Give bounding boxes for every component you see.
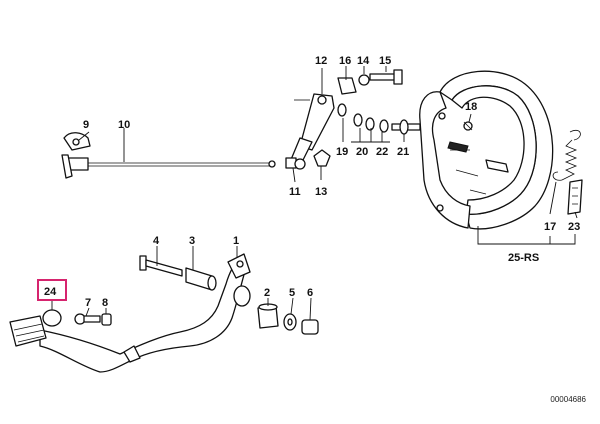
- bracket-16[interactable]: [337, 77, 357, 95]
- label-part-21: 21: [397, 146, 409, 158]
- label-part-6: 6: [307, 287, 313, 299]
- bolt-7[interactable]: [74, 313, 101, 325]
- label-part-15: 15: [379, 55, 391, 67]
- label-part-17: 17: [544, 221, 556, 233]
- label-part-10: 10: [118, 119, 130, 131]
- brake-shoe-assembly[interactable]: [419, 70, 554, 230]
- label-part-13: 13: [315, 186, 327, 198]
- bolt-4[interactable]: [139, 255, 183, 277]
- label-part-1: 1: [233, 235, 239, 247]
- spring-17[interactable]: [552, 130, 581, 181]
- washer-5[interactable]: [283, 313, 297, 331]
- label-part-9: 9: [83, 119, 89, 131]
- highlight-box-24: [37, 279, 67, 301]
- label-part-25: 25-RS: [508, 252, 539, 264]
- label-part-5: 5: [289, 287, 295, 299]
- brake-pedal[interactable]: [9, 253, 251, 373]
- cable-clip[interactable]: [63, 132, 91, 151]
- nut-14[interactable]: [358, 74, 370, 86]
- bolt-21[interactable]: [391, 119, 421, 135]
- label-part-12: 12: [315, 55, 327, 67]
- label-part-22: 22: [376, 146, 388, 158]
- rubber-pad-24[interactable]: [42, 309, 62, 327]
- brake-lever-linkage[interactable]: [285, 93, 335, 170]
- label-part-20: 20: [356, 146, 368, 158]
- nut-8[interactable]: [101, 313, 112, 326]
- label-part-24: 24: [44, 286, 57, 298]
- document-number: 00004686: [550, 395, 586, 404]
- washers-19-20[interactable]: [337, 103, 389, 133]
- bushing-2[interactable]: [257, 303, 279, 329]
- label-part-4: 4: [153, 235, 160, 247]
- clip-23[interactable]: [567, 179, 583, 215]
- label-part-3: 3: [189, 235, 195, 247]
- label-part-8: 8: [102, 297, 108, 309]
- label-part-19: 19: [336, 146, 348, 158]
- label-part-23: 23: [568, 221, 580, 233]
- label-part-2: 2: [264, 287, 270, 299]
- part-labels: 9 10 11 12 13 14 15 16 18 19 20 22 21 17…: [37, 55, 580, 309]
- brake-cable[interactable]: [61, 154, 276, 179]
- label-part-14: 14: [357, 55, 370, 67]
- label-part-18: 18: [465, 101, 477, 113]
- nut-18[interactable]: [463, 121, 473, 131]
- spacer-3[interactable]: [185, 267, 217, 291]
- nut-6[interactable]: [301, 319, 319, 335]
- label-part-16: 16: [339, 55, 351, 67]
- bolt-15[interactable]: [369, 69, 403, 85]
- leader-lines: [51, 66, 578, 321]
- label-part-7: 7: [85, 297, 91, 309]
- label-part-11: 11: [289, 186, 301, 198]
